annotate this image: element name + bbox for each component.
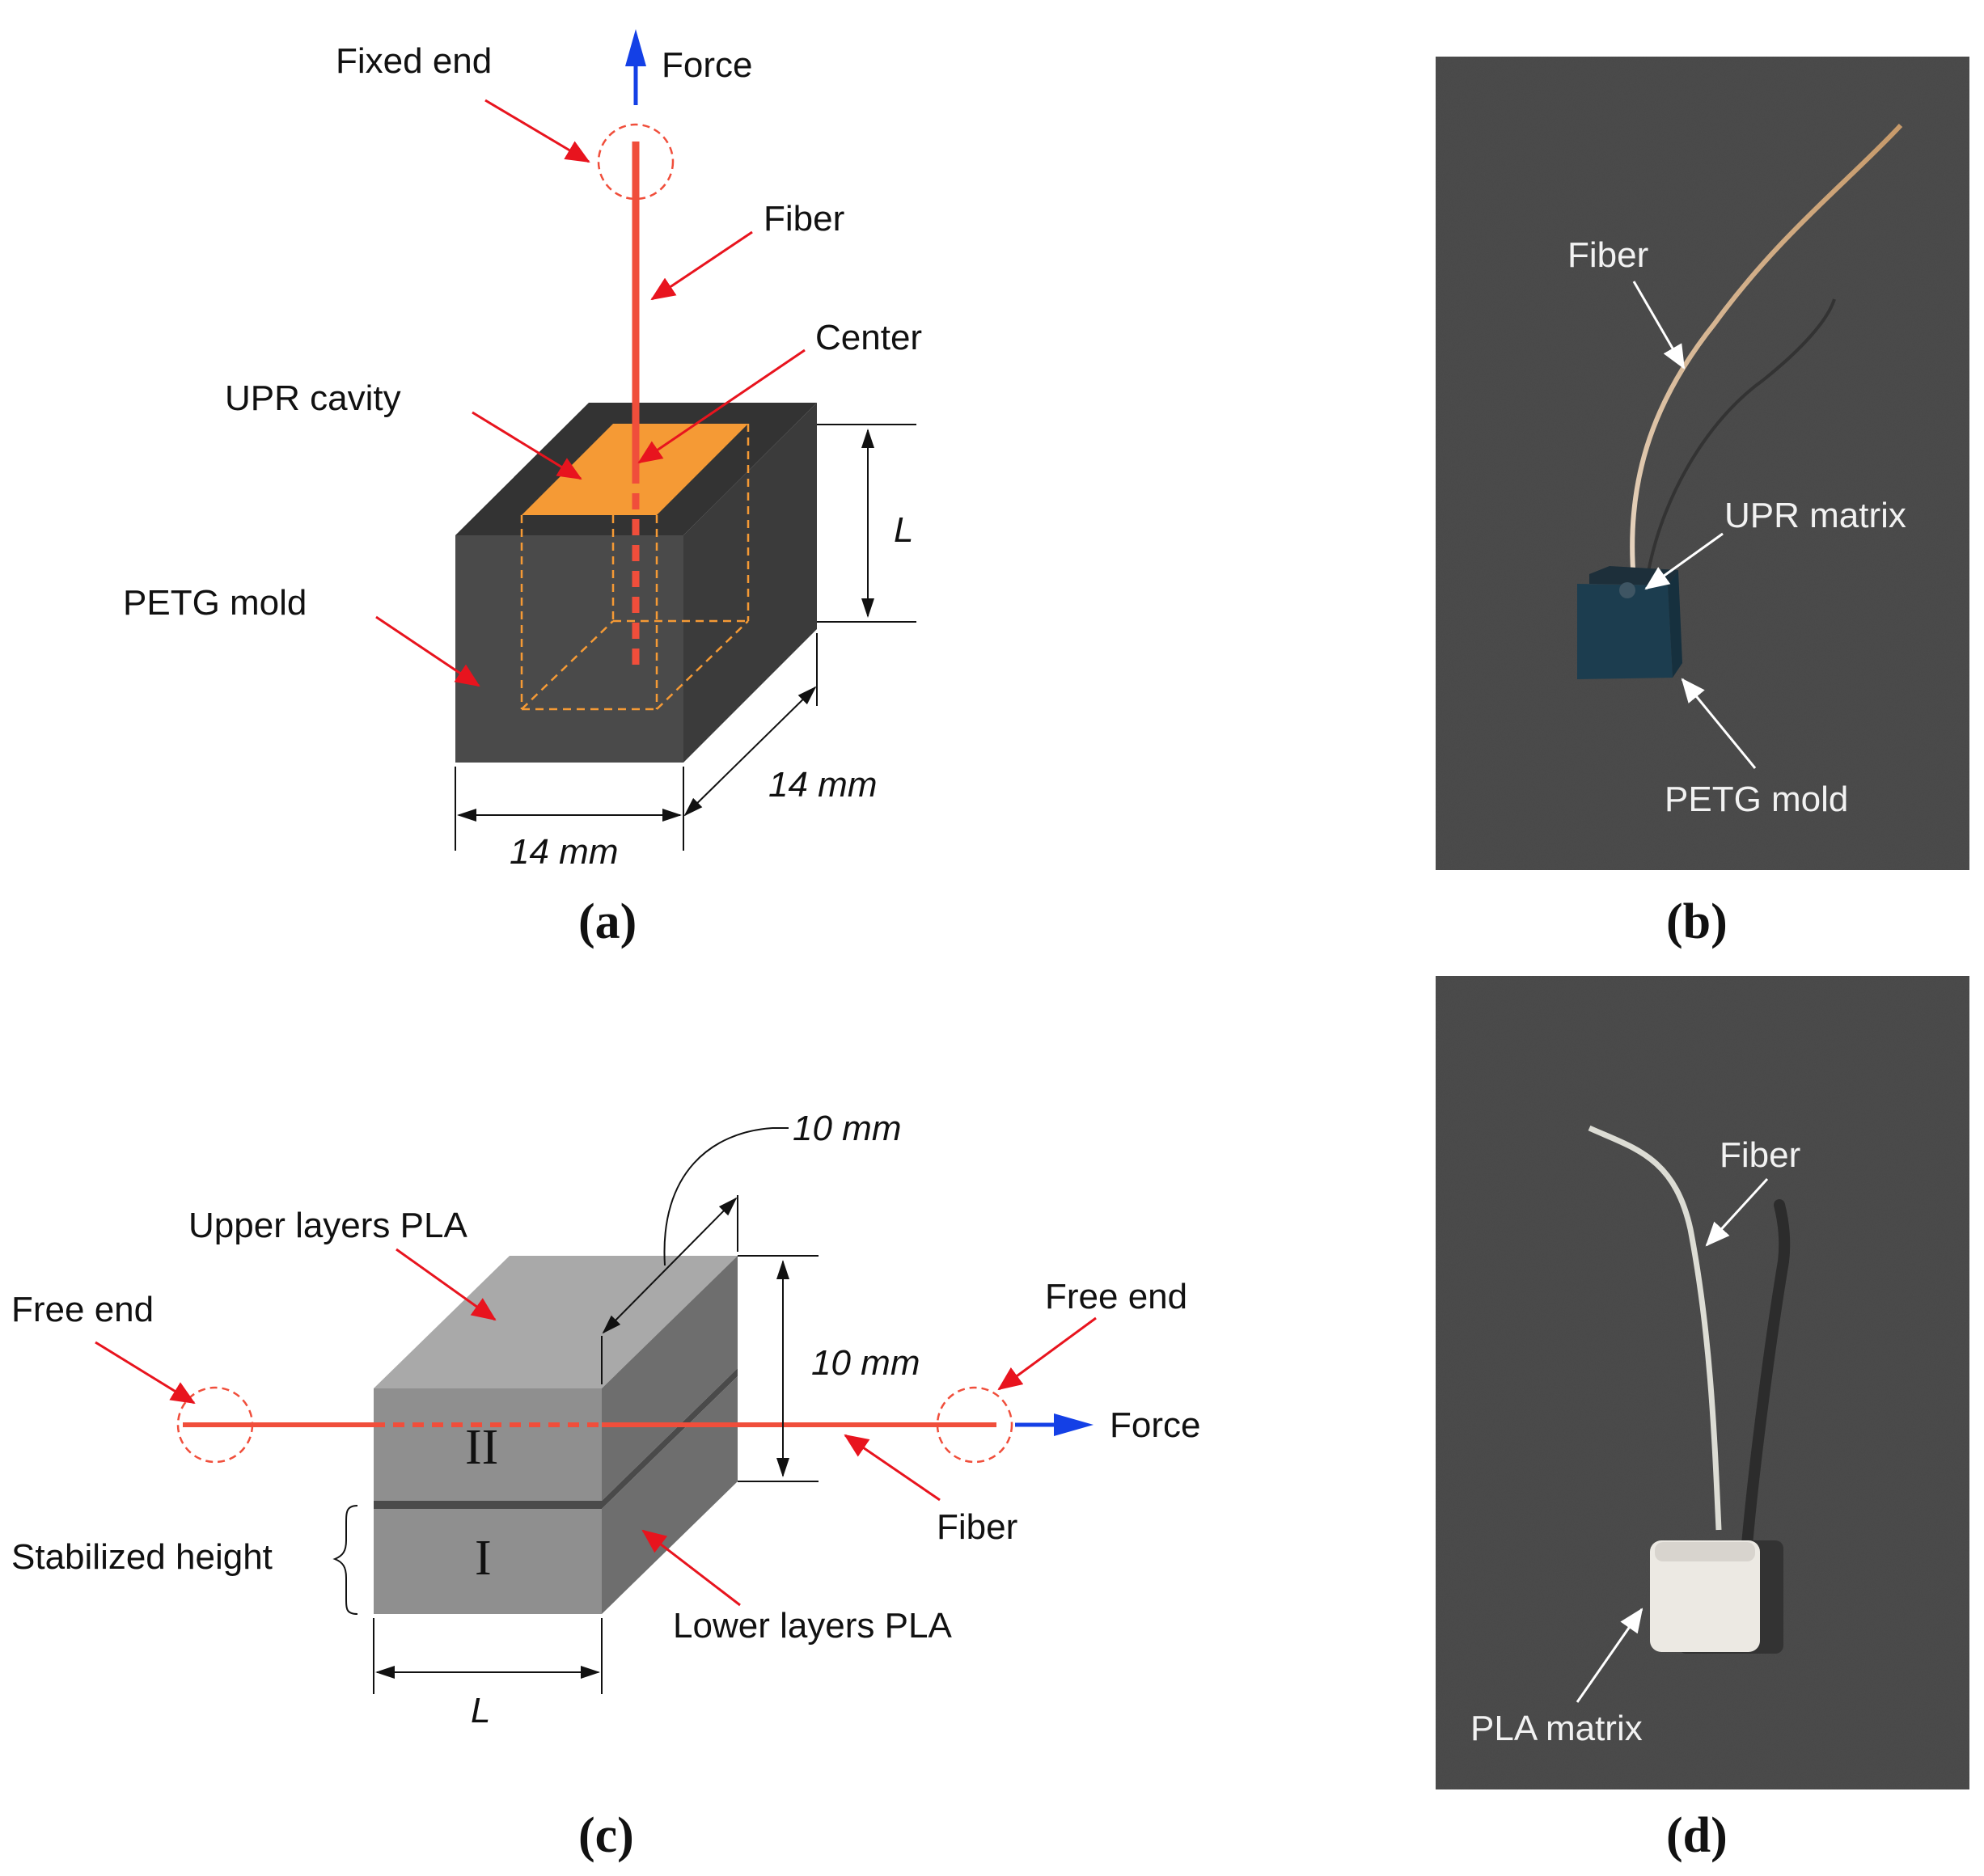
petg-mold-front-face <box>455 535 683 763</box>
fiber-pointer-b <box>1632 281 1686 370</box>
fiber-photo-d <box>1588 1125 1722 1531</box>
fiber-pointer-d <box>1705 1177 1769 1247</box>
fiber-pointer <box>650 230 753 301</box>
depth-dimension-c <box>601 1127 789 1384</box>
force-arrow-head-c <box>1054 1413 1094 1436</box>
force-label-a: Force <box>662 45 752 85</box>
upper-layers-front-face <box>374 1388 602 1501</box>
height-dimension-c <box>738 1255 819 1482</box>
fixed-end-label: Fixed end <box>336 41 492 81</box>
upr-matrix-spot <box>1619 582 1635 598</box>
caption-c: (c) <box>578 1808 634 1863</box>
pla-matrix-top-ridge <box>1655 1542 1755 1561</box>
width-dimension <box>455 767 682 851</box>
upr-matrix-label: UPR matrix <box>1724 496 1906 535</box>
fiber-label-d: Fiber <box>1720 1135 1800 1175</box>
pla-matrix-pointer <box>1576 1608 1643 1703</box>
fiber-label-b: Fiber <box>1567 235 1648 275</box>
depth-dimension-label: 14 mm <box>768 765 877 805</box>
force-label-c: Force <box>1110 1405 1200 1445</box>
panel-d: Fiber PLA matrix (d) <box>1436 976 1969 1863</box>
free-end-right-pointer <box>997 1316 1097 1391</box>
depth-dimension-c-label: 10 mm <box>793 1109 901 1148</box>
center-pointer <box>637 349 806 464</box>
free-end-circle-right <box>936 1386 1013 1464</box>
free-end-left-label: Free end <box>11 1290 154 1329</box>
upr-cavity-pointer <box>472 411 582 480</box>
pla-matrix-label: PLA matrix <box>1470 1709 1643 1748</box>
petg-mold-photo-b-side <box>1668 570 1682 678</box>
upr-cavity-outline <box>520 424 750 711</box>
height-dimension-c-label: 10 mm <box>811 1343 920 1383</box>
center-label: Center <box>815 318 922 357</box>
pla-matrix-photo <box>1650 1540 1760 1652</box>
panel-b: Fiber UPR matrix PETG mold (b) <box>1436 57 1969 949</box>
lower-layers-pointer <box>641 1529 741 1607</box>
fiber-photo-b <box>1630 123 1903 581</box>
upper-layers-label: Upper layers PLA <box>188 1206 467 1245</box>
length-dimension-c <box>373 1618 603 1694</box>
upr-matrix-pointer <box>1644 532 1724 590</box>
layer-i-label: I <box>475 1531 492 1586</box>
fiber-pointer-c <box>844 1434 941 1502</box>
length-dimension-c-label: L <box>471 1691 490 1730</box>
width-dimension-label: 14 mm <box>510 832 618 872</box>
caption-d: (d) <box>1666 1808 1728 1863</box>
caption-a: (a) <box>578 894 637 949</box>
free-end-left-pointer <box>95 1341 196 1405</box>
stabilized-height-label: Stabilized height <box>11 1537 273 1577</box>
lower-layers-front-face <box>374 1509 602 1614</box>
lower-layers-side-face <box>602 1376 738 1614</box>
force-arrow-head <box>625 29 646 66</box>
free-end-circle-left <box>176 1386 254 1464</box>
petg-mold-pointer-b <box>1681 678 1757 769</box>
free-end-right-label: Free end <box>1045 1277 1187 1316</box>
petg-mold-photo-b-front <box>1577 584 1673 679</box>
caption-b: (b) <box>1666 894 1728 949</box>
lower-layers-label: Lower layers PLA <box>673 1606 952 1646</box>
fixed-end-circle <box>597 123 675 201</box>
upper-layers-pointer <box>396 1248 497 1321</box>
fiber-shadow-b <box>1644 298 1836 587</box>
petg-mold-label-b: PETG mold <box>1665 780 1848 819</box>
fixed-end-pointer <box>484 99 590 163</box>
photo-d-background <box>1436 976 1969 1789</box>
stabilized-height-brace <box>332 1505 358 1615</box>
upr-cavity-label: UPR cavity <box>225 378 401 418</box>
layer-ii-label: II <box>465 1420 498 1475</box>
height-dimension-label: L <box>894 510 913 550</box>
photo-b-background <box>1436 57 1969 870</box>
petg-mold-side-face <box>683 403 817 763</box>
panel-c: 10 mm Upper layers PLA Free end Free end… <box>11 1109 1200 1863</box>
fiber-label-c: Fiber <box>937 1507 1017 1547</box>
petg-mold-pointer <box>375 615 480 687</box>
height-dimension <box>817 424 916 623</box>
depth-dimension <box>683 633 818 851</box>
fiber-label-a: Fiber <box>764 199 844 239</box>
panel-a: Fixed end Force Fiber Center UPR cavity … <box>123 29 922 949</box>
fiber-shadow-d <box>1741 1199 1791 1550</box>
petg-mold-label-a: PETG mold <box>123 583 307 623</box>
